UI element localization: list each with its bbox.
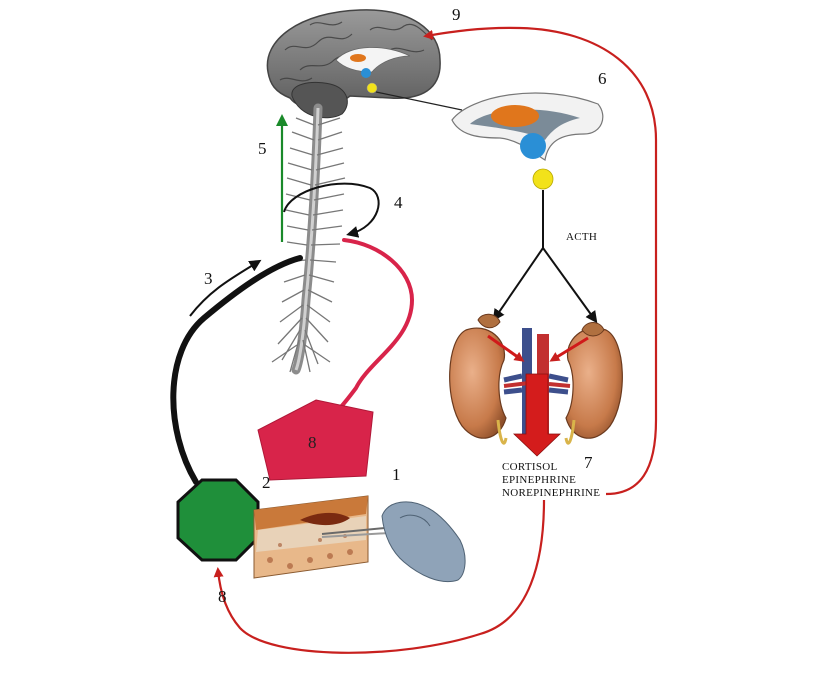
cortisol-label: CORTISOL <box>502 461 558 473</box>
step-1-label: 1 <box>392 465 401 484</box>
step-7-label: 7 <box>584 453 593 472</box>
step-2-label: 2 <box>262 473 271 492</box>
feedback-arrow-to-brain <box>423 26 658 496</box>
acth-pathway <box>492 190 598 324</box>
norepinephrine-label: NOREPINEPHRINE <box>502 487 600 499</box>
afferent-nerve <box>170 255 303 485</box>
return-arrow-to-receptor <box>213 499 546 654</box>
pentagon-label: 8 <box>308 433 317 452</box>
effector-pentagon <box>257 399 374 481</box>
step-3-label: 3 <box>204 269 213 288</box>
step-6-label: 6 <box>598 69 607 88</box>
epinephrine-label: EPINEPHRINE <box>502 474 576 486</box>
arrow-4-reflex-loop <box>283 182 380 238</box>
step-4-label: 4 <box>394 193 403 212</box>
efferent-nerve <box>336 238 415 412</box>
brain <box>266 9 441 119</box>
zoom-connector <box>375 91 463 111</box>
receptor-octagon <box>176 478 260 562</box>
arrow-3 <box>189 259 262 317</box>
step-8-arrow-label: 8 <box>218 587 227 606</box>
skin-injury-tissue <box>253 495 466 582</box>
kidneys-adrenals <box>449 313 623 457</box>
hypothalamus-pituitary-zoom <box>451 92 604 190</box>
step-5-label: 5 <box>258 139 267 158</box>
step-9-label: 9 <box>452 5 461 24</box>
acth-label: ACTH <box>566 231 597 243</box>
